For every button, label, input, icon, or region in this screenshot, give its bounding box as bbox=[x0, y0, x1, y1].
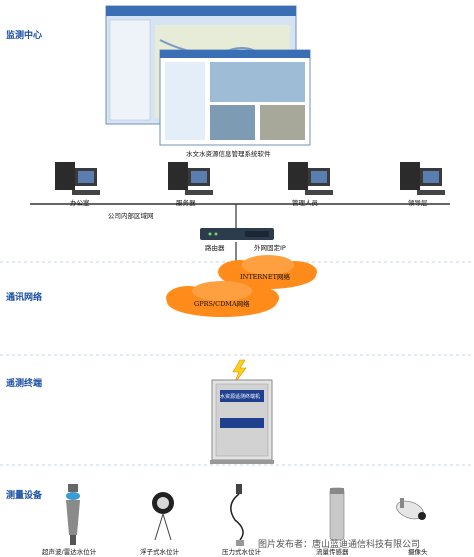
device-label-camera: 摄像头 bbox=[408, 548, 428, 556]
section-title-measuring-devices: 测量设备 bbox=[6, 491, 43, 501]
computer-icon bbox=[288, 162, 333, 195]
rtu-panel-text: 水资源遥测终端机 bbox=[220, 394, 261, 400]
gprs-cloud-label: GPRS/CDMA网络 bbox=[194, 300, 250, 308]
device-label-pressure: 压力式水位计 bbox=[222, 548, 261, 556]
lightning-icon bbox=[232, 359, 247, 385]
internet-cloud-label: INTERNET网络 bbox=[240, 273, 290, 281]
computer-label-leadership: 领导层 bbox=[408, 199, 428, 207]
radar-level-gauge bbox=[66, 484, 80, 545]
section-title-communication-network: 通讯网络 bbox=[6, 293, 43, 303]
flow-sensor bbox=[329, 487, 345, 541]
section-title-monitoring-center: 监测中心 bbox=[6, 31, 43, 41]
fixed-ip-label: 外网固定IP bbox=[254, 244, 286, 252]
watermark: 图片发布者：唐山蓝迪通信科技有限公司 bbox=[258, 540, 421, 550]
software-screenshots bbox=[105, 5, 311, 146]
computer-icon bbox=[168, 162, 213, 195]
section-title-monitoring-terminal: 遥测终端 bbox=[6, 379, 43, 389]
router-icon bbox=[200, 228, 274, 240]
lan-label: 公司内部区域网 bbox=[108, 212, 154, 220]
computer-icon bbox=[400, 162, 445, 195]
device-label-flow: 流量传感器 bbox=[316, 548, 349, 556]
computer-icon bbox=[55, 162, 100, 195]
device-label-radar: 超声波/雷达水位计 bbox=[42, 548, 97, 556]
internet-cloud bbox=[218, 255, 317, 289]
gprs-cloud bbox=[166, 281, 279, 317]
camera-icon bbox=[396, 498, 426, 520]
float-level-gauge bbox=[152, 492, 174, 541]
computer-label-office: 办公室 bbox=[70, 199, 90, 207]
router-label: 路由器 bbox=[205, 244, 225, 252]
pressure-level-gauge bbox=[230, 484, 244, 546]
rtu-cabinet bbox=[210, 379, 274, 464]
device-label-float: 浮子式水位计 bbox=[140, 548, 179, 556]
computer-label-server: 服务器 bbox=[176, 199, 196, 207]
software-caption: 水文水资源信息管理系统软件 bbox=[186, 150, 271, 158]
computer-label-manager: 管理人员 bbox=[292, 199, 318, 207]
